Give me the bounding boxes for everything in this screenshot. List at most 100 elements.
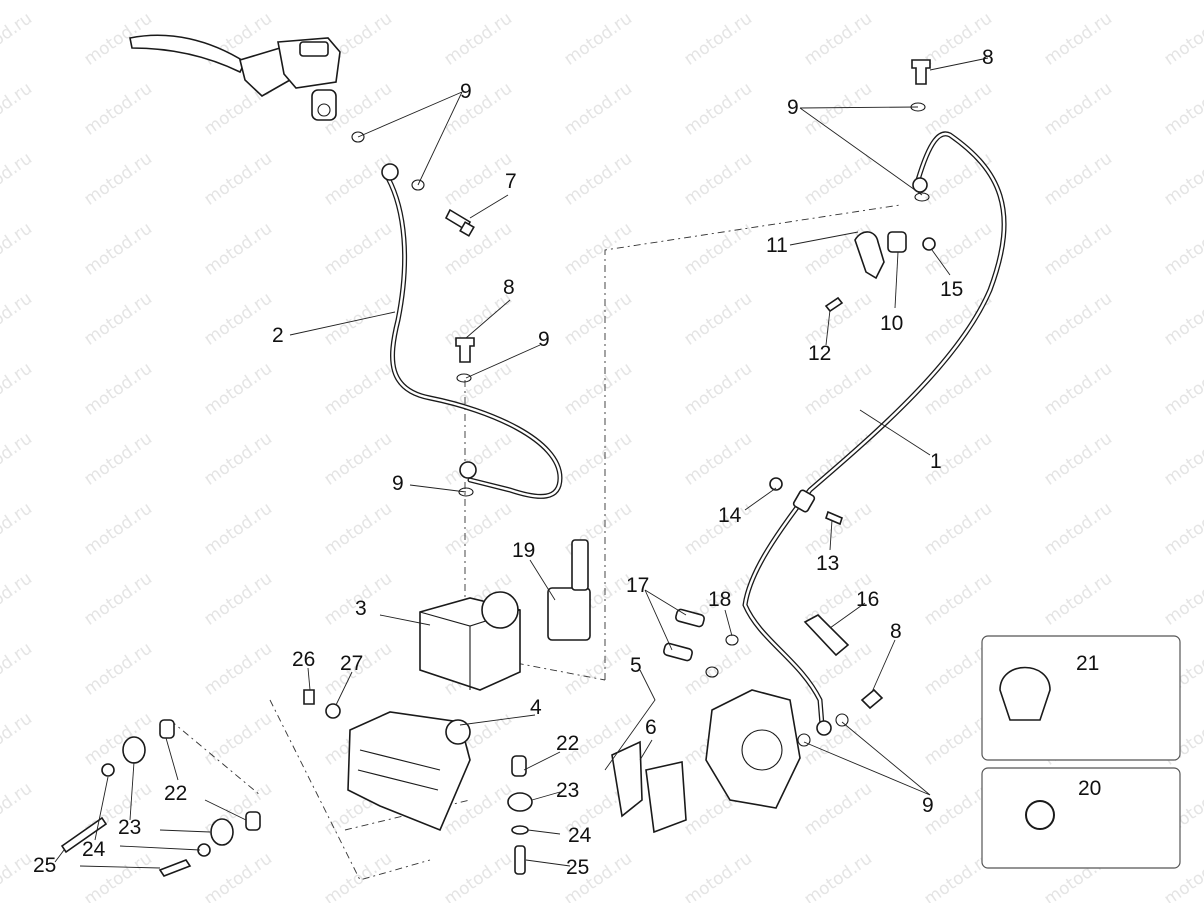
watermark-text: motod.ru xyxy=(801,849,876,903)
watermark-text: motod.ru xyxy=(681,359,756,420)
callout-14: 14 xyxy=(718,504,742,527)
callout-8-left: 8 xyxy=(503,276,515,299)
callout-23-left: 23 xyxy=(118,816,141,839)
watermark-text: motod.ru xyxy=(1161,289,1204,350)
watermark-text: motod.ru xyxy=(1041,429,1116,490)
callout-21: 21 xyxy=(1076,652,1099,675)
watermark-text: motod.ru xyxy=(1161,9,1204,70)
watermark-text: motod.ru xyxy=(0,79,36,140)
watermark-text: motod.ru xyxy=(801,709,876,770)
callout-10: 10 xyxy=(880,312,903,335)
detail-box-21 xyxy=(981,635,1181,761)
watermark-text: motod.ru xyxy=(201,639,276,700)
watermark-text: motod.ru xyxy=(441,219,516,280)
watermark-text: motod.ru xyxy=(321,429,396,490)
callout-24-left: 24 xyxy=(82,838,106,861)
callout-20: 20 xyxy=(1078,777,1101,800)
watermark-text: motod.ru xyxy=(561,639,636,700)
watermark-text: motod.ru xyxy=(441,499,516,560)
watermark-text: motod.ru xyxy=(561,429,636,490)
callout-25-left: 25 xyxy=(33,854,56,877)
callout-12: 12 xyxy=(808,342,831,365)
watermark-text: motod.ru xyxy=(81,289,156,350)
watermark-text: motod.ru xyxy=(1161,569,1204,630)
watermark-text: motod.ru xyxy=(441,849,516,903)
watermark-text: motod.ru xyxy=(0,289,36,350)
watermark-text: motod.ru xyxy=(681,219,756,280)
watermark-text: motod.ru xyxy=(1041,359,1116,420)
watermark-text: motod.ru xyxy=(0,849,36,903)
watermark-text: motod.ru xyxy=(681,149,756,210)
callout-9-right: 9 xyxy=(787,96,799,119)
watermark-text: motod.ru xyxy=(201,289,276,350)
front-brake-hose xyxy=(381,163,563,499)
callout-25-right: 25 xyxy=(566,856,589,879)
watermark-text: motod.ru xyxy=(801,499,876,560)
watermark-text: motod.ru xyxy=(0,219,36,280)
callout-6: 6 xyxy=(645,716,657,739)
callout-4: 4 xyxy=(530,696,542,719)
small-parts xyxy=(303,59,936,747)
watermark-text: motod.ru xyxy=(201,709,276,770)
watermark-text: motod.ru xyxy=(81,79,156,140)
watermark-text: motod.ru xyxy=(0,569,36,630)
watermark-text: motod.ru xyxy=(801,149,876,210)
callout-13: 13 xyxy=(816,552,839,575)
watermark-text: motod.ru xyxy=(1041,569,1116,630)
callout-9-abs-top: 9 xyxy=(538,328,550,351)
watermark-text: motod.ru xyxy=(201,149,276,210)
watermark-text: motod.ru xyxy=(321,359,396,420)
watermark-text: motod.ru xyxy=(201,219,276,280)
rear-brake-hose xyxy=(742,131,1007,736)
abs-bracket xyxy=(347,711,471,832)
watermark-text: motod.ru xyxy=(561,149,636,210)
watermark-text: motod.ru xyxy=(0,709,36,770)
watermark-text: motod.ru xyxy=(801,779,876,840)
watermark-text: motod.ru xyxy=(561,9,636,70)
watermark-text: motod.ru xyxy=(0,499,36,560)
callout-3: 3 xyxy=(355,597,367,620)
watermark-text: motod.ru xyxy=(441,9,516,70)
watermark-text: motod.ru xyxy=(321,219,396,280)
watermark-text: motod.ru xyxy=(681,79,756,140)
watermark-text: motod.ru xyxy=(81,149,156,210)
watermark-text: motod.ru xyxy=(201,499,276,560)
watermark-text: motod.ru xyxy=(441,79,516,140)
watermark-text: motod.ru xyxy=(801,359,876,420)
watermark-text: motod.ru xyxy=(0,429,36,490)
watermark-text: motod.ru xyxy=(681,639,756,700)
callout-22-right: 22 xyxy=(556,732,579,755)
watermark-text: motod.ru xyxy=(1161,359,1204,420)
watermark-text: motod.ru xyxy=(321,499,396,560)
watermark-text: motod.ru xyxy=(681,849,756,903)
callout-16: 16 xyxy=(856,588,879,611)
watermark-text: motod.ru xyxy=(1161,499,1204,560)
watermark-text: motod.ru xyxy=(81,499,156,560)
watermark-text: motod.ru xyxy=(201,849,276,903)
callout-15: 15 xyxy=(940,278,963,301)
callout-11: 11 xyxy=(766,234,788,257)
watermark-text: motod.ru xyxy=(0,359,36,420)
callout-17: 17 xyxy=(626,574,649,597)
callout-5: 5 xyxy=(630,654,642,677)
watermark-text: motod.ru xyxy=(561,219,636,280)
watermark-text: motod.ru xyxy=(1041,219,1116,280)
callout-27: 27 xyxy=(340,652,363,675)
watermark-text: motod.ru xyxy=(921,359,996,420)
watermark-text: motod.ru xyxy=(201,359,276,420)
callout-labels: 1 2 3 4 5 6 7 8 8 8 9 9 9 9 9 10 11 12 1… xyxy=(33,46,1101,879)
watermark-text: motod.ru xyxy=(201,429,276,490)
callout-24-right: 24 xyxy=(568,824,592,847)
detail-box-20 xyxy=(981,767,1181,869)
watermark-text: motod.ru xyxy=(81,569,156,630)
rubber-mounts xyxy=(60,719,533,877)
callout-18: 18 xyxy=(708,588,731,611)
watermark-text: motod.ru xyxy=(1041,79,1116,140)
watermark-text: motod.ru xyxy=(801,79,876,140)
watermark-text: motod.ru xyxy=(681,289,756,350)
watermark-text: motod.ru xyxy=(0,779,36,840)
watermark-text: motod.ru xyxy=(1041,499,1116,560)
watermark-text: motod.ru xyxy=(801,9,876,70)
